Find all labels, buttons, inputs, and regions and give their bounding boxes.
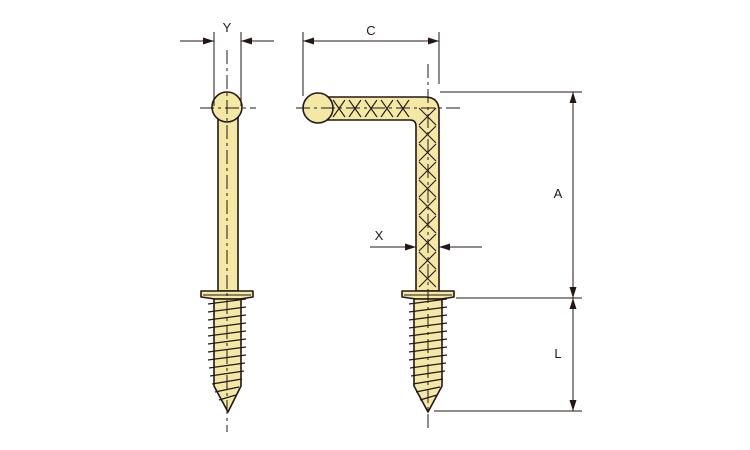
dimension-label-x: X xyxy=(375,228,384,243)
front-view: C X A L xyxy=(296,23,582,432)
dimension-label-l: L xyxy=(554,346,561,361)
dimension-label-c: C xyxy=(366,23,375,38)
side-view: Y xyxy=(180,20,274,432)
dimension-label-a: A xyxy=(554,186,563,201)
front-view-thread-core xyxy=(413,298,443,413)
dimension-label-y: Y xyxy=(223,20,232,35)
side-view-shank xyxy=(217,107,239,292)
front-view-hook-body xyxy=(317,96,440,292)
